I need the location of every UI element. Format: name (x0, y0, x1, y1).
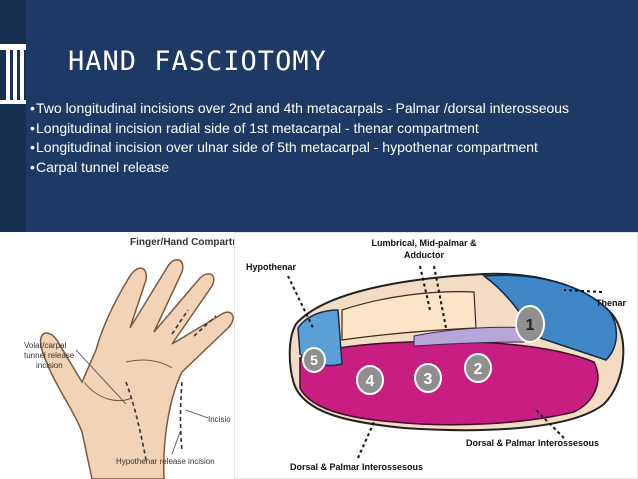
volar-carpal-label-line1: Volar/carpal (24, 341, 66, 350)
dorsal-arrow-bottom (357, 421, 375, 459)
hand-illustration: Finger/Hand Compartme Volar/carpal tunne… (22, 232, 238, 479)
lumbrical-arrow-1 (419, 265, 431, 311)
metacarpal-3 (414, 363, 442, 393)
volar-carpal-label-line2: tunnel release (24, 351, 75, 360)
hypothenar-incision (179, 381, 183, 451)
volar-carpal-incision (125, 381, 147, 461)
volar-leader-line (75, 349, 127, 405)
hypothenar-arrow (287, 275, 315, 331)
deco-bar-2 (6, 50, 10, 100)
lumbrical-label-line1: Lumbrical, Mid-palmar & (371, 238, 477, 248)
metacarpal-4 (356, 365, 384, 395)
cross-section-diagram: 1 2 3 4 5 Lumbrical, Mid-palmar & Adduct… (234, 232, 638, 479)
deco-bar-3 (13, 50, 17, 100)
left-stripe (0, 0, 26, 232)
hypothenar-release-label: Hypothenar release incision (116, 457, 215, 466)
compartment-number: 2 (474, 361, 483, 378)
bullet-text: Longitudinal incision over ulnar side of… (36, 139, 538, 155)
deco-bar-1 (0, 44, 26, 50)
finger-incision-2 (193, 315, 217, 337)
dorsal-palmar-label-right: Dorsal & Palmar Interossesous (466, 438, 599, 448)
metacarpal-1 (515, 305, 545, 343)
hand-caption: Finger/Hand Compartme (130, 237, 238, 248)
bullet-text: Carpal tunnel release (36, 158, 170, 175)
compartment-number: 1 (526, 317, 535, 334)
bullet-item: •Carpal tunnel release (30, 158, 170, 175)
corner-decoration (0, 44, 26, 104)
adductor-region (413, 326, 535, 347)
compartment-number: 5 (310, 352, 318, 368)
bullet-text: Two longitudinal incisions over 2nd and … (36, 100, 570, 116)
finger-incision-1 (171, 309, 189, 335)
slide-title: HAND FASCIOTOMY (68, 46, 327, 77)
bullet-text: Longitudinal incision radial side of 1st… (36, 119, 479, 136)
thenar-label: Thenar (596, 298, 627, 308)
lumbrical-arrow-2 (433, 265, 447, 329)
compartment-number: 4 (366, 373, 375, 390)
compartment-number: 3 (424, 371, 433, 388)
hypothenar-label: Hypothenar (246, 262, 297, 272)
deco-bar-4 (20, 50, 24, 100)
bullet-list: •Two longitudinal incisions over 2nd and… (30, 99, 636, 177)
bullet-item: •Two longitudinal incisions over 2nd and… (30, 100, 570, 116)
bullet-item: •Longitudinal incision over ulnar side o… (30, 139, 538, 155)
header-band (0, 0, 638, 232)
deco-bar-5 (0, 100, 26, 104)
metacarpal-5 (302, 347, 326, 373)
dorsal-arrow-right (533, 407, 565, 439)
thumb-crease (83, 381, 133, 402)
interosseous-region (299, 340, 599, 426)
metacarpal-2 (464, 353, 492, 383)
volar-carpal-label-line3: incision (36, 361, 63, 370)
dorsal-palmar-label-bottom: Dorsal & Palmar Interossesous (290, 462, 423, 472)
palm-crease (125, 359, 173, 369)
thenar-arrow (563, 289, 603, 293)
hypothenar-leader-line (171, 431, 181, 455)
incision-leader-line (185, 409, 209, 419)
incision-label: Incisio (208, 415, 231, 424)
bullet-item: •Longitudinal incision radial side of 1s… (30, 119, 479, 136)
lumbrical-label-line2: Adductor (404, 250, 444, 260)
thenar-compartment (481, 274, 618, 361)
